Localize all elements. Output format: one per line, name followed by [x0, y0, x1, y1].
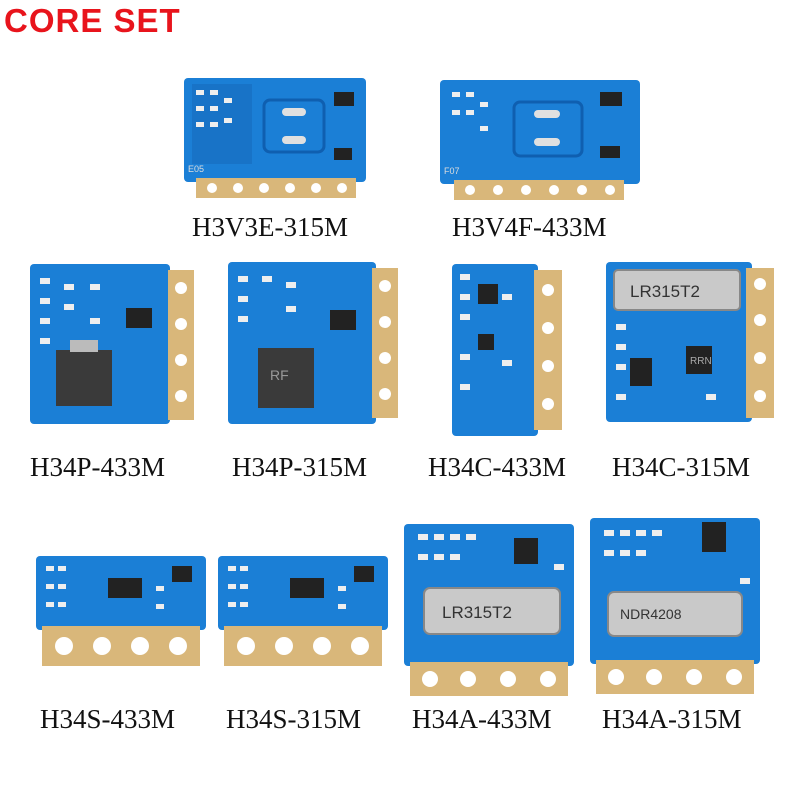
module-label-h34c-433: H34C-433M — [428, 452, 567, 482]
module-label-h3v3e: H3V3E-315M — [192, 212, 348, 242]
svg-text:RRN: RRN — [690, 356, 712, 367]
module-image-h34c-315: LR315T2 RRN — [606, 262, 774, 422]
module-label-h34p-315: H34P-315M — [232, 452, 368, 482]
module-image-h3v4f: F07 — [440, 80, 640, 200]
svg-text:F07: F07 — [444, 166, 460, 176]
module-image-h34p-315: RF — [228, 262, 398, 424]
module-image-h34s-315 — [218, 556, 388, 666]
module-image-h34s-433 — [36, 556, 206, 666]
module-label-h34a-433: H34A-433M — [412, 704, 552, 734]
svg-text:NDR4208: NDR4208 — [620, 606, 682, 622]
module-image-h34c-433 — [452, 264, 562, 436]
module-image-h34a-433: LR315T2 — [404, 524, 574, 696]
module-label-h34c-315: H34C-315M — [612, 452, 751, 482]
module-label-h34a-315: H34A-315M — [602, 704, 742, 734]
module-image-h34p-433 — [30, 264, 194, 424]
svg-text:RF: RF — [270, 367, 289, 383]
module-label-h3v4f: H3V4F-433M — [452, 212, 607, 242]
svg-text:LR315T2: LR315T2 — [630, 282, 700, 301]
svg-text:LR315T2: LR315T2 — [442, 603, 512, 622]
module-image-h34a-315: NDR4208 — [590, 518, 760, 694]
module-label-h34s-315: H34S-315M — [226, 704, 362, 734]
module-label-h34s-433: H34S-433M — [40, 704, 176, 734]
svg-text:E05: E05 — [188, 164, 204, 174]
brand-logo: CORE SET — [4, 2, 181, 39]
module-image-h3v3e: E05 — [184, 78, 366, 198]
module-label-h34p-433: H34P-433M — [30, 452, 166, 482]
